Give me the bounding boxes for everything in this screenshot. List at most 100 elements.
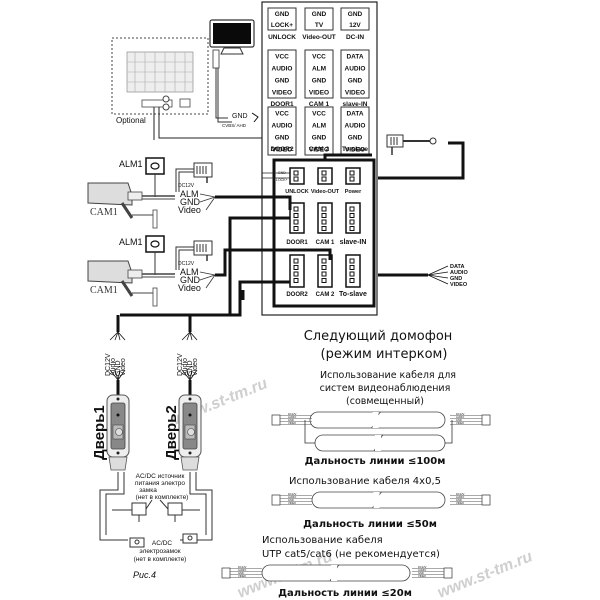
connector-name: To-slave (342, 146, 368, 153)
pin-label: GND (288, 498, 294, 502)
pin-label: VIDEO (418, 574, 426, 578)
pin-label: GND (312, 11, 327, 18)
alarm-label: ALM1 (119, 159, 143, 169)
port: CAM 1 (316, 202, 335, 246)
connector-name: DOOR2 (270, 146, 294, 153)
connector-name: CAM 2 (309, 146, 330, 153)
wire-label: GND (187, 360, 194, 376)
svg-text:(нет в комплекте): (нет в комплекте) (136, 494, 189, 501)
pin-label: VCC (312, 111, 326, 118)
monitor: GND CVBS/ AHD (209, 19, 259, 128)
svg-text:Использование кабеля для: Использование кабеля для (320, 370, 456, 381)
svg-text:AC/DC источник: AC/DC источник (136, 473, 185, 480)
wire-label: Audio (110, 358, 117, 376)
cable-drawings: DC12VAUDIOGNDVIDEODC12VAUDIOGNDVIDEODC12… (221, 411, 491, 582)
pin-label: AUDIO (288, 495, 296, 499)
connector-name: Video-OUT (302, 34, 335, 41)
legend-connector: GND LOCK+ UNLOCK (267, 7, 297, 41)
pin-label: VIDEO (456, 501, 464, 505)
monitor-gnd-label: GND (232, 113, 248, 120)
port-label: UNLOCK (285, 189, 309, 195)
camera-label: CAM1 (90, 207, 118, 218)
door-stations: DC12VAudioGNDVideoДверь1DC12VAudioGNDVid… (91, 315, 202, 471)
pin-label: VIDEO (345, 90, 365, 97)
connector-name: UNLOCK (268, 34, 296, 41)
port-label: slave-IN (340, 239, 367, 246)
wire-label: GND (180, 275, 201, 285)
pin-label: AUDIO (288, 415, 296, 419)
wire-label: VIDEO (450, 282, 468, 288)
power-adapter-plug (386, 134, 437, 155)
pin-label: VIDEO (272, 147, 292, 154)
port: Video-OUT (311, 167, 340, 195)
pin-label: VIDEO (272, 90, 292, 97)
svg-text:замка: замка (139, 487, 157, 494)
svg-text:UTP cat5/cat6 (не рекомендуетс: UTP cat5/cat6 (не рекомендуется) (262, 549, 440, 560)
thick-wires (120, 141, 465, 317)
wire-label: Audio (182, 358, 189, 376)
lock-wiring (99, 472, 213, 548)
port: To-slave (339, 254, 367, 298)
pin-label: TV (315, 22, 324, 29)
pin-label: LOCK+ (271, 22, 293, 29)
port: DOOR2 (286, 254, 308, 298)
wire-label: Video (192, 358, 199, 376)
cameras: ALM1CAM1DC12VALMGNDVideoALM1CAM1DC12VALM… (87, 157, 216, 307)
pin-label: GND (312, 135, 327, 142)
connector-name: DOOR1 (270, 101, 294, 108)
pin-label: GND (348, 78, 363, 85)
port-label: Video-OUT (311, 189, 340, 195)
lock-power-label: AC/DC источник питания электро замка (не… (135, 473, 188, 501)
pin-label: VIDEO (238, 574, 246, 578)
pin-label: VIDEO (288, 421, 296, 425)
pin-label: DATA (346, 54, 363, 61)
pin-label: GND (418, 571, 424, 575)
wire-label: Video (178, 283, 201, 293)
svg-text:Использование кабеля 4x0,5: Использование кабеля 4x0,5 (289, 476, 441, 487)
pin-label: AUDIO (345, 123, 366, 130)
pin-label: DATA (346, 111, 363, 118)
range-50m: Дальность линии ≤50м (303, 519, 437, 530)
pin-label: AUDIO (238, 568, 246, 572)
wire-label: ALM (180, 267, 199, 277)
pin-label: VIDEO (456, 421, 464, 425)
pin-label: ALM (312, 123, 326, 130)
pin-label: AUDIO (272, 66, 293, 73)
port: slave-IN (340, 202, 367, 246)
port-label: DOOR1 (286, 240, 308, 246)
connector-name: CAM 1 (309, 101, 330, 108)
port-label: To-slave (339, 291, 367, 298)
wire-label: DC12V (105, 353, 112, 376)
intercom-section: Следующий домофон (режим интерком) Испол… (262, 329, 456, 599)
pin-label: GND (275, 11, 290, 18)
legend-connector: GND TV Video-OUT (302, 7, 336, 41)
optional-label: Optional (116, 116, 146, 125)
pin-label: DC12V (288, 412, 297, 416)
wire-label: GND (115, 360, 122, 376)
range-100m: Дальность линии ≤100м (305, 456, 446, 467)
svg-text:(совмещенный): (совмещенный) (346, 396, 424, 407)
connector-name: slave-IN (343, 101, 368, 108)
pin-label: DC12V (456, 492, 465, 496)
connector-legend: GNDLOCK+UNLOCKGNDTVVideo-OUTGND12VDC-INV… (267, 7, 370, 156)
port: DOOR1 (286, 202, 308, 246)
pin-label: GND (275, 78, 290, 85)
pin-label: AUDIO (418, 568, 426, 572)
pin-label: GND (288, 418, 294, 422)
port: CAM 2 (316, 254, 335, 298)
camera-body (87, 182, 133, 206)
pin-label: VCC (275, 54, 289, 61)
wire-label: GND (180, 197, 201, 207)
pin-label: 12V (349, 22, 361, 29)
